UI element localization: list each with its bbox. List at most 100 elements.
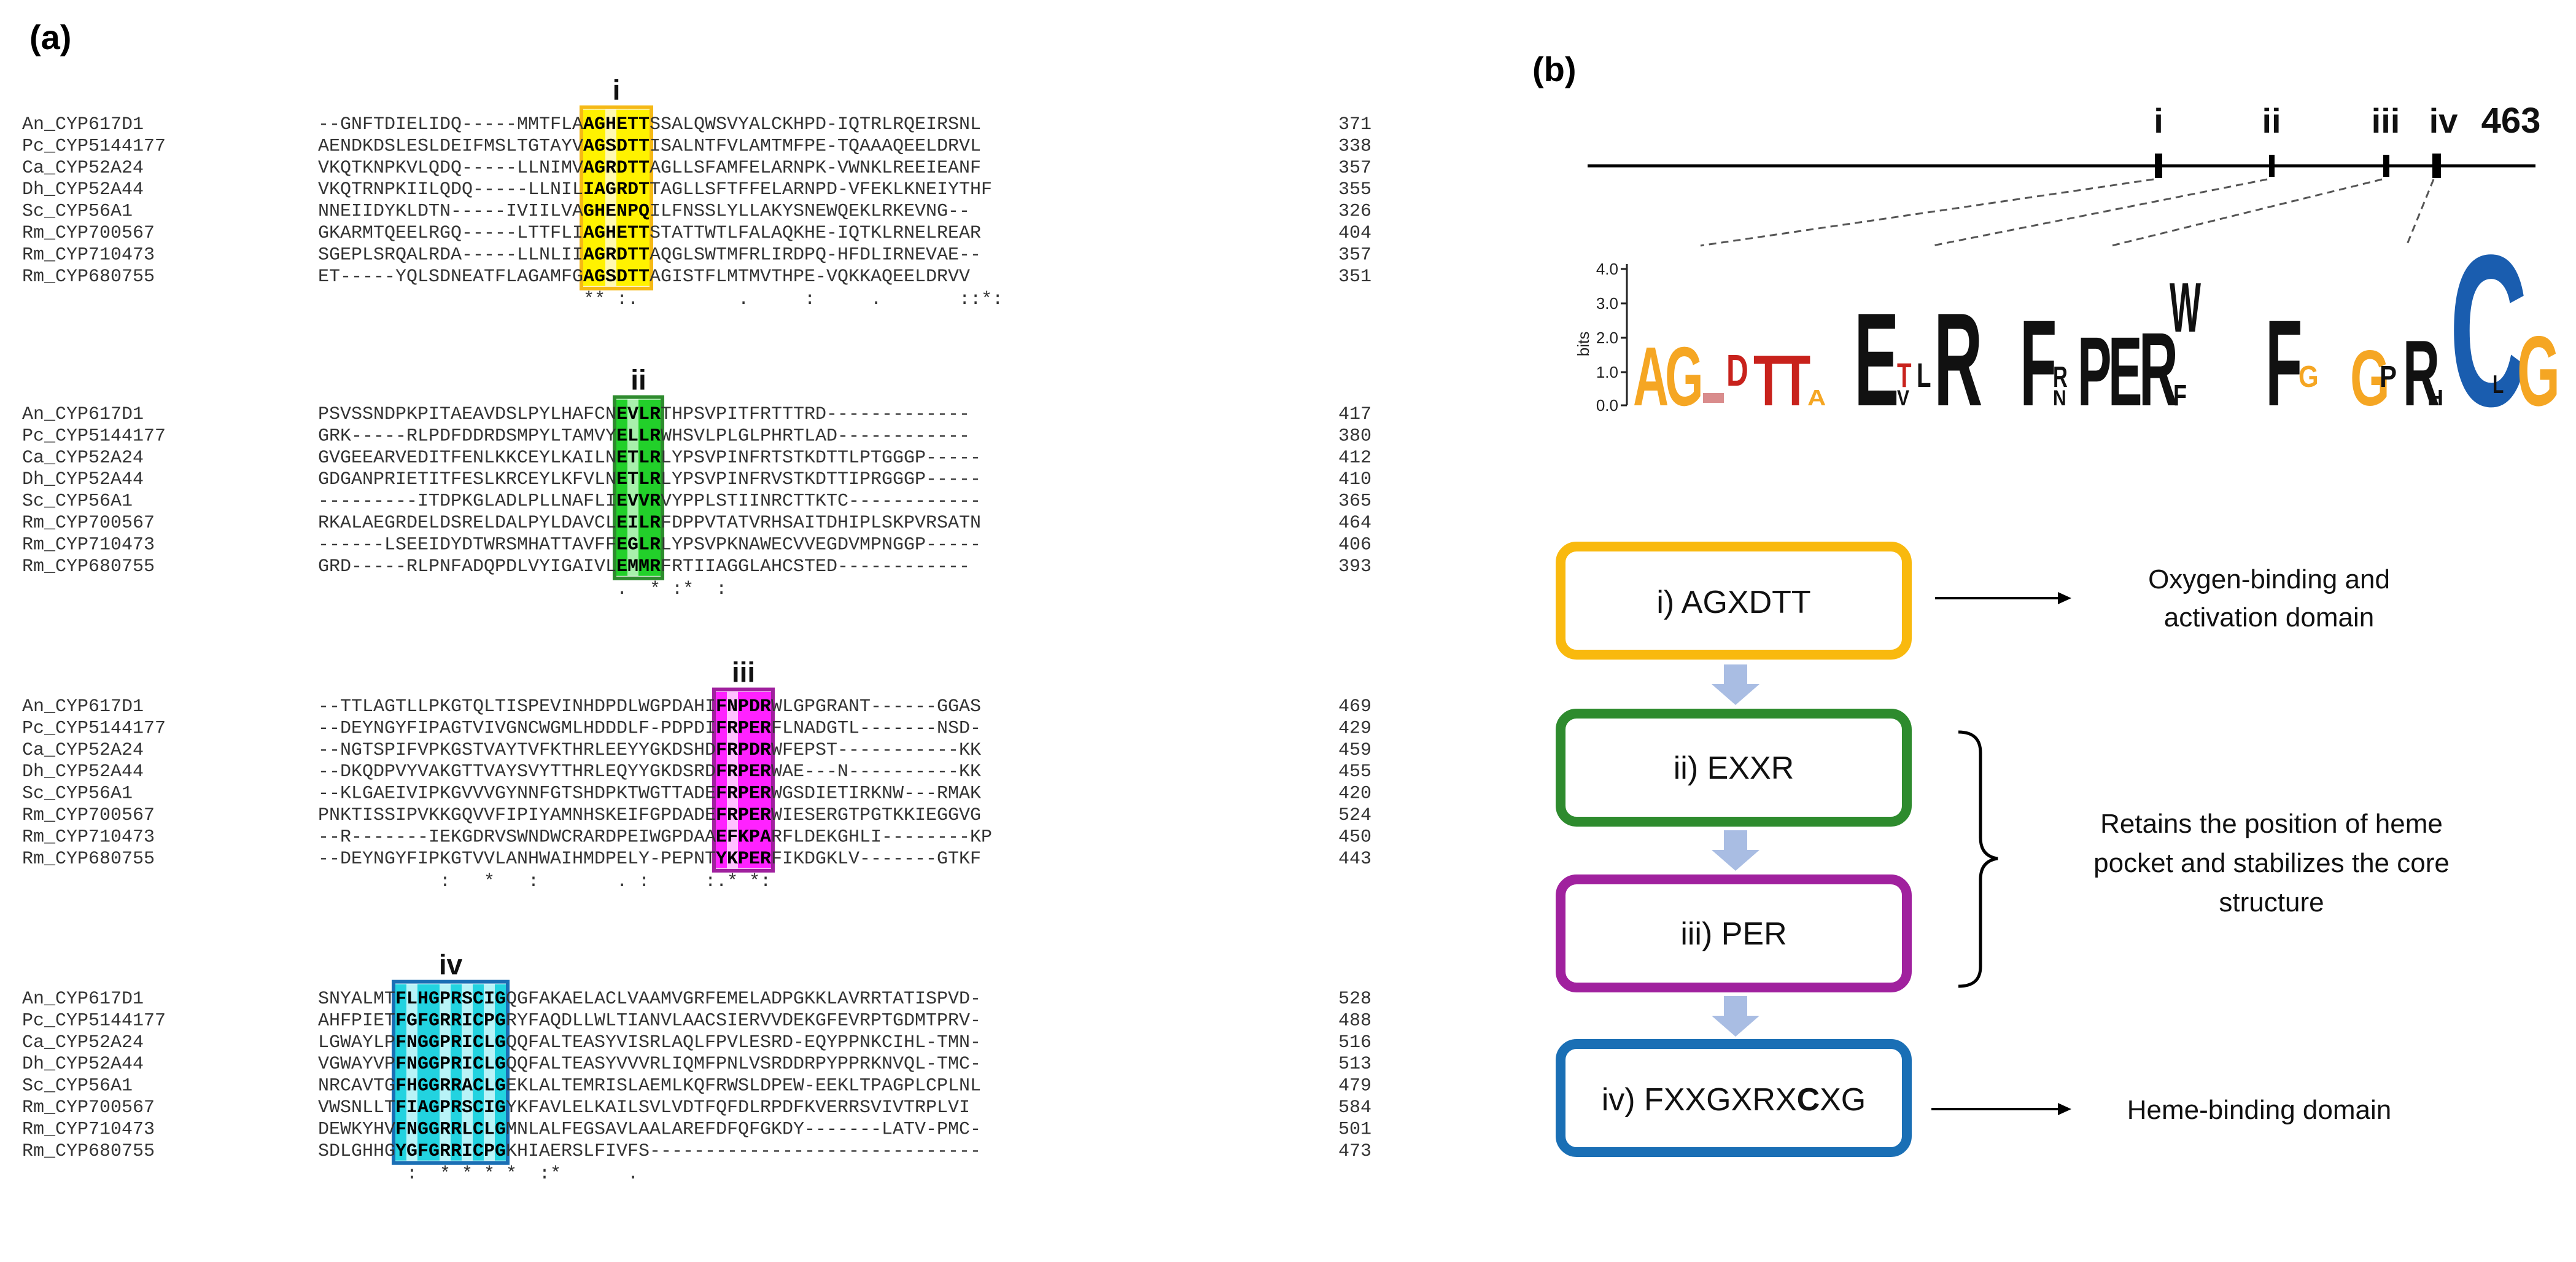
motif-column-highlight: [417, 984, 429, 1161]
logo-letter-mixed: [1703, 393, 1724, 403]
sequence-name: Rm_CYP700567: [22, 1097, 155, 1118]
sequence-text: VGWAYVPFNGGPRICLGQQFALTEASYVVVRLIQMFPNLV…: [318, 1054, 981, 1075]
motif-column-highlight: [738, 691, 750, 868]
flow-box-iv: [1556, 1039, 1912, 1157]
logo-letter-E: E: [1854, 286, 1899, 434]
motif-box-ii: [613, 395, 664, 580]
logo-letter-H: H: [2427, 385, 2443, 410]
sequence-name: Rm_CYP700567: [22, 805, 155, 826]
logo-letter-D: D: [1726, 346, 1748, 395]
logo-letter-F: F: [2020, 295, 2057, 432]
flow-box-ii: [1556, 709, 1912, 827]
motif-column-highlight: [638, 399, 650, 576]
conservation-line: ** :. . : . ::*:: [318, 289, 1003, 310]
logo-motif-ii: E T V L R: [1854, 286, 1982, 434]
logo-letter-P: P: [2077, 317, 2111, 427]
logo-letter-G4: G: [2517, 315, 2560, 427]
arrow-oxygen-head: [2058, 592, 2071, 604]
sequence-position: 488: [1338, 1010, 1371, 1031]
arrow-heme-head: [2058, 1103, 2071, 1115]
protein-length-label: 463: [2481, 101, 2541, 141]
sequence-text: NNEIIDYKLDTN-----IVIILVAGHENPQILFNSSLYLL…: [318, 201, 970, 222]
sequence-name: Dh_CYP52A44: [22, 469, 144, 490]
sequence-name: Pc_CYP5144177: [22, 718, 166, 739]
flow-text-iii: iii) PER: [1680, 916, 1787, 952]
sequence-text: LGWAYLPFNGGPRICLGQQFALTEASYVISRLAQLFPVLE…: [318, 1032, 981, 1053]
panel-a-label: (a): [29, 18, 71, 56]
sequence-position: 338: [1338, 136, 1371, 157]
motif-box-iii: [712, 687, 775, 873]
sequence-position: 355: [1338, 179, 1371, 200]
sequence-name: Dh_CYP52A44: [22, 761, 144, 782]
marker-tick-iv: [2432, 154, 2441, 178]
sequence-text: SDLGHHGYGFGRRICPGKHIAERSLFIVFS----------…: [318, 1141, 981, 1162]
sequence-name: Ca_CYP52A24: [22, 448, 144, 469]
logo-tick-4: 4.0: [1596, 260, 1618, 278]
sequence-position: 357: [1338, 244, 1371, 265]
logo-letter-L: L: [1917, 357, 1931, 395]
motif-column-highlight: [627, 399, 639, 576]
brace: [1958, 730, 1998, 988]
flow-box-i: [1556, 542, 1912, 660]
flow-arrow-3: [1712, 996, 1759, 1037]
marker-label-ii: ii: [2262, 101, 2281, 140]
sequence-text: NRCAVTGFHGGRRACLGEKLALTEMRISLAEMLKQFRWSL…: [318, 1076, 981, 1097]
marker-label-i: i: [2154, 101, 2163, 140]
conservation-line: : * * * * :* .: [318, 1164, 638, 1185]
sequence-position: 357: [1338, 158, 1371, 179]
sequence-position: 412: [1338, 448, 1371, 469]
sequence-text: --DEYNGYFIPKGTVVLANHWAIHMDPELY-PEPNTYKPE…: [318, 849, 981, 870]
sequence-name: Rm_CYP680755: [22, 556, 155, 577]
sequence-text: DEWKYHVFNGGRRLCLGMNLALFEGSAVLAALAREFDFQF…: [318, 1119, 981, 1140]
sequence-position: 406: [1338, 534, 1371, 555]
motif-label-iv: iv: [439, 949, 463, 981]
sequence-position: 501: [1338, 1119, 1371, 1140]
sequence-position: 443: [1338, 849, 1371, 870]
sequence-name: Pc_CYP5144177: [22, 1010, 166, 1031]
sequence-position: 417: [1338, 404, 1371, 425]
logo-letter-T2: T: [1780, 341, 1810, 421]
logo-motif-iv: F G G P R H C L G: [2265, 209, 2560, 451]
logo-letter-G3: G: [2350, 334, 2390, 422]
sequence-name: Rm_CYP700567: [22, 223, 155, 244]
flow-text-i: i) AGXDTT: [1656, 585, 1810, 620]
sequence-position: 450: [1338, 827, 1371, 847]
sequence-text: ------LSEEIDYDTWRSMHATTAVFFEGLRLYPSVPKNA…: [318, 534, 981, 555]
motif-column-highlight: [760, 691, 772, 868]
logo-letter-V: V: [1897, 386, 1909, 410]
logo-letter-L2: L: [2493, 370, 2504, 399]
sequence-position: 380: [1338, 426, 1371, 446]
sequence-position: 326: [1338, 201, 1371, 222]
sequence-text: AENDKDSLESLDEIFMSLTGTAYVAGSDTTISALNTFVLA…: [318, 136, 981, 157]
logo-letter-A: A: [1633, 330, 1669, 423]
sequence-name: Rm_CYP700567: [22, 513, 155, 534]
sequence-position: 404: [1338, 223, 1371, 244]
motif-box-iv: [392, 980, 510, 1165]
sequence-text: GKARMTQEELRGQ-----LTTFLIAGHETTSTATTWTLFA…: [318, 223, 981, 244]
connector-iii: [2111, 178, 2383, 247]
logo-letter-E2: E: [2108, 317, 2142, 427]
sequence-name: Pc_CYP5144177: [22, 136, 166, 157]
sequence-text: --DEYNGYFIPAGTVIVGNCWGMLHDDDLF-PDPDIFRPE…: [318, 718, 981, 739]
logo-motif-iii: F R N P E R W F: [2020, 268, 2201, 432]
motif-column-highlight: [616, 399, 628, 576]
marker-label-iii: iii: [2372, 101, 2400, 140]
motif-column-highlight: [395, 984, 407, 1161]
logo-letter-R4: R: [2403, 321, 2440, 425]
logo-letter-C: C: [2450, 209, 2528, 451]
logo-letter-T: T: [1753, 341, 1783, 421]
sequence-position: 464: [1338, 513, 1371, 534]
motif-column-highlight: [484, 984, 495, 1161]
sequence-text: AHFPIETFGFGRRICPGRYFAQDLLWLTIANVLAACSIER…: [318, 1010, 981, 1031]
motif-column-highlight: [440, 984, 451, 1161]
sequence-text: --TTLAGTLLPKGTQLTISPEVINHDPDLWGPDAHIFNPD…: [318, 696, 981, 717]
sequence-position: 524: [1338, 805, 1371, 826]
sequence-name: Ca_CYP52A24: [22, 1032, 144, 1053]
motif-column-highlight: [462, 984, 473, 1161]
motif-column-highlight: [429, 984, 440, 1161]
sequence-text: --NGTSPIFVPKGSTVAYTVFKTHRLEEYYGKDSHDFRPD…: [318, 740, 981, 761]
logo-letter-R3: R: [2139, 311, 2178, 428]
sequence-name: Ca_CYP52A24: [22, 740, 144, 761]
motif-column-highlight: [583, 109, 595, 286]
